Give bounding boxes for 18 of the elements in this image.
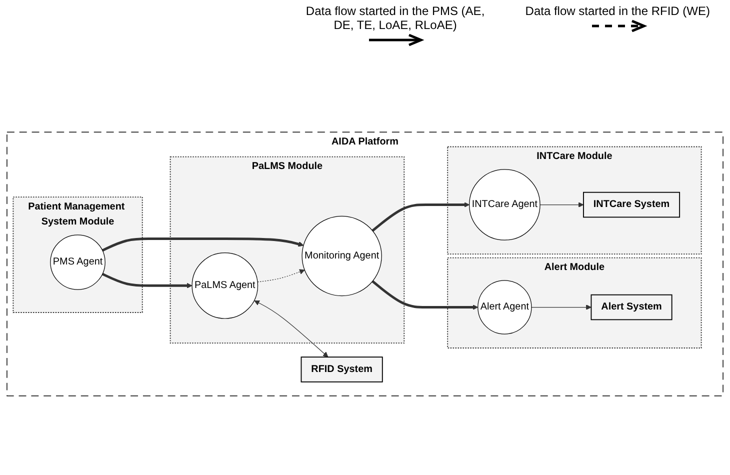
legend-text: Data flow started in the PMS (AE, DE, TE, LoAE, RLoAE) bbox=[304, 4, 486, 32]
arrow bbox=[102, 238, 304, 252]
arrow bbox=[531, 304, 592, 310]
node-box: Alert System bbox=[590, 294, 672, 320]
arrow bbox=[102, 272, 192, 288]
node-circle: PaLMS Agent bbox=[192, 252, 258, 319]
node-circle: INTCare Agent bbox=[469, 169, 540, 240]
node-circle: Alert Agent bbox=[478, 280, 532, 334]
arrow bbox=[254, 300, 328, 358]
node-circle: Monitoring Agent bbox=[302, 216, 382, 296]
legend-text: Data flow started in the RFID (WE) bbox=[525, 4, 710, 18]
arrow bbox=[257, 269, 305, 282]
node-box: RFID System bbox=[300, 356, 383, 382]
arrow bbox=[540, 202, 584, 208]
arrow bbox=[372, 280, 478, 310]
arrow bbox=[372, 202, 470, 232]
node-box: INTCare System bbox=[583, 192, 680, 218]
node-circle: PMS Agent bbox=[50, 234, 106, 290]
